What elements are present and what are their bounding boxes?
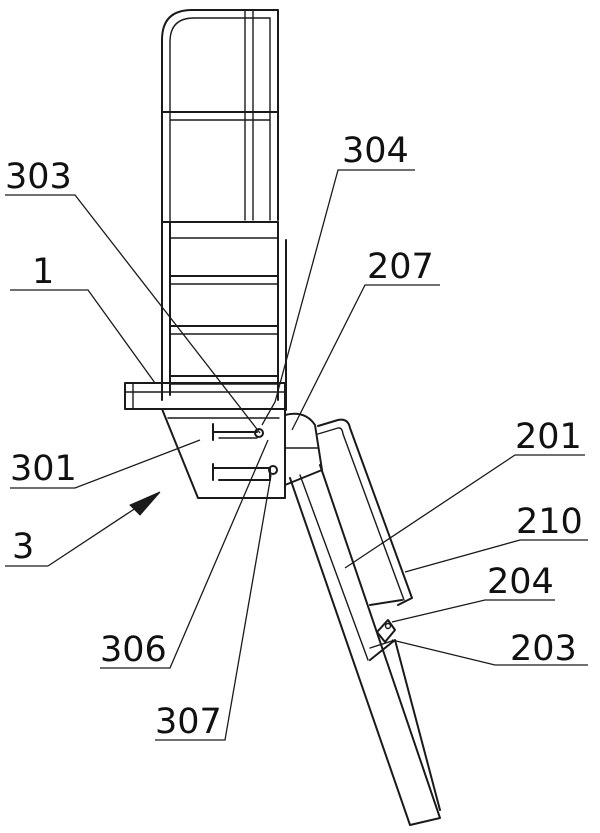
guard-rail-frame [161,9,279,223]
hinge-block [284,412,323,486]
pivot-latch [376,619,396,643]
label-301: 301 [10,449,77,489]
lower-bracket [161,408,286,499]
label-1: 1 [32,252,54,292]
label-307: 307 [155,702,222,742]
label-201: 201 [515,417,582,457]
label-3: 3 [12,527,34,567]
platform-beam [124,382,286,410]
swing-arm [289,464,441,826]
leader-lines [5,169,588,741]
handrail [317,418,413,606]
label-306: 306 [100,630,167,670]
upper-latch-pin [212,423,264,441]
arrow-3 [5,491,161,567]
ladder-section [161,221,287,411]
lower-latch-pin [212,463,278,481]
label-304: 304 [342,131,409,171]
label-203: 203 [510,629,577,669]
label-207: 207 [367,247,434,287]
label-210: 210 [516,502,583,542]
label-204: 204 [487,562,554,602]
label-303: 303 [5,157,72,197]
